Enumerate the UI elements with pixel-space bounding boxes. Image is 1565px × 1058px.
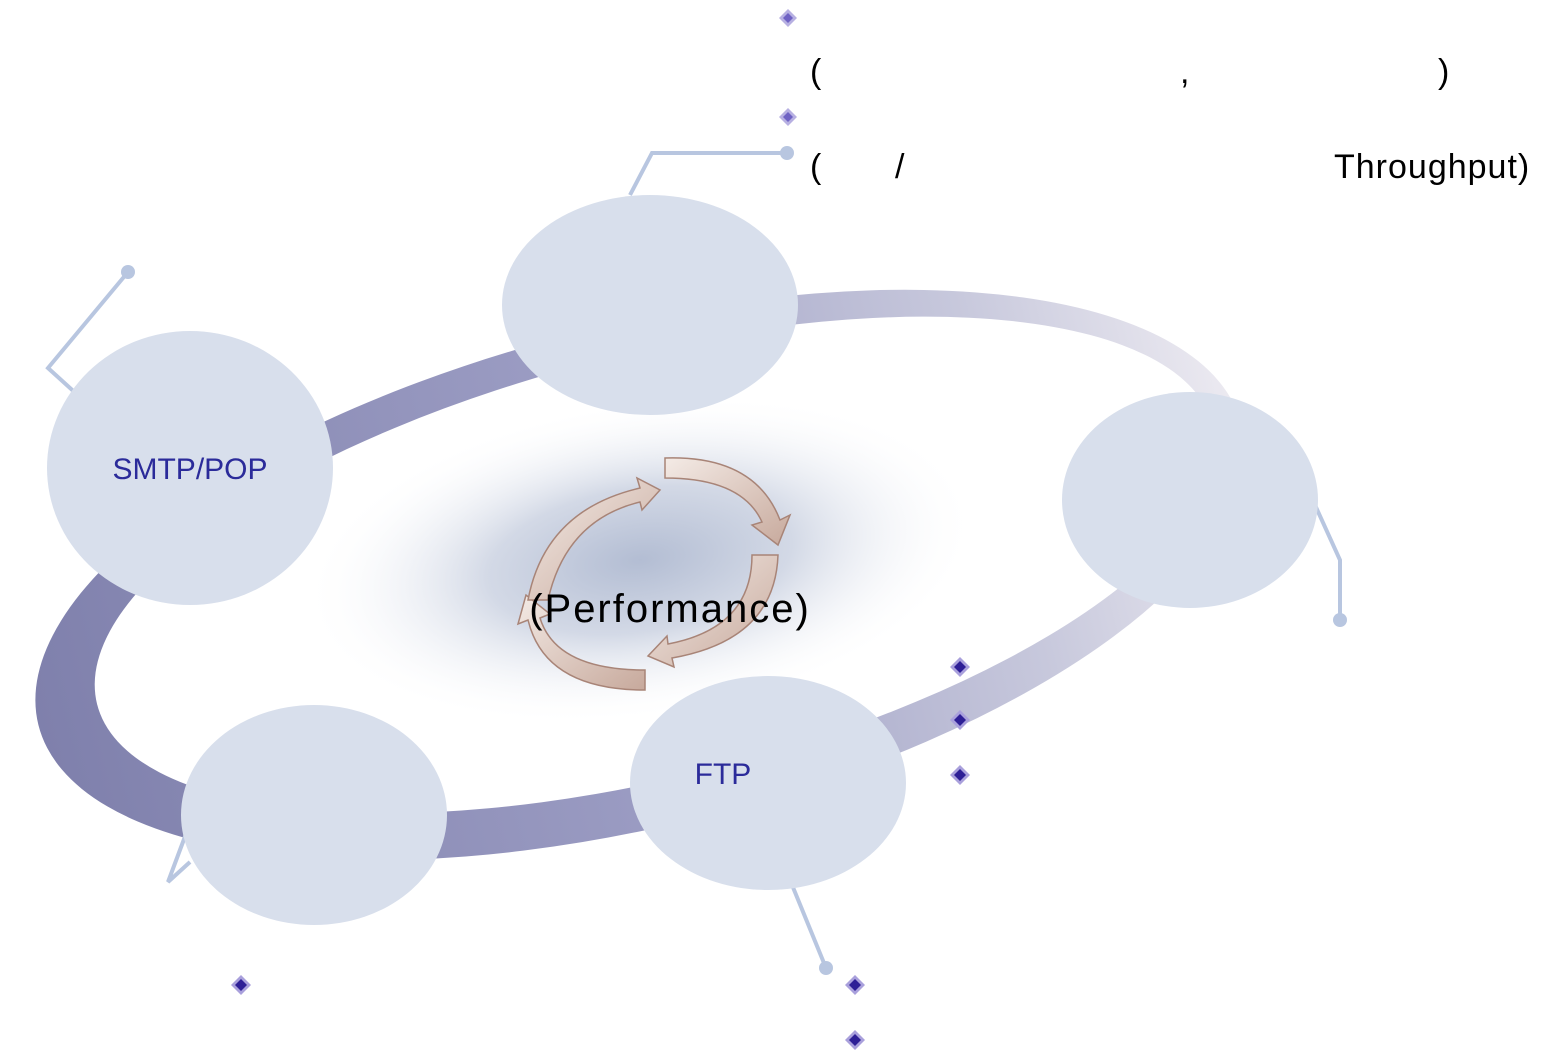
- connector-top: [628, 151, 784, 196]
- node-ftp-label: FTP: [695, 758, 752, 791]
- node-top: [502, 195, 798, 415]
- bullets: [231, 9, 970, 1050]
- connector-ftp: [788, 879, 828, 969]
- line1-comma: ,: [1180, 53, 1189, 91]
- bullet-icon: [950, 657, 970, 677]
- bullet-icon: [231, 975, 251, 995]
- connector-dot-ftp: [819, 961, 833, 975]
- node-smtp: [47, 331, 333, 605]
- line1-close-paren: ): [1438, 53, 1449, 91]
- connector-right: [1313, 504, 1342, 620]
- bullet-icon: [779, 9, 797, 27]
- bullet-icon: [950, 765, 970, 785]
- line1-open-paren: (: [810, 53, 822, 91]
- bullet-icon: [779, 108, 797, 126]
- node-right: [1062, 392, 1318, 608]
- line2-slash: /: [895, 148, 905, 186]
- center-glow: [302, 394, 978, 726]
- connector-dot-smtp: [121, 265, 135, 279]
- center-label: (Performance): [529, 587, 811, 631]
- node-smtp-label: SMTP/POP: [112, 453, 267, 486]
- cycle-arrows-icon: [516, 457, 792, 691]
- bullet-icon: [950, 710, 970, 730]
- top-right-text: ( , ) ( / Throughput): [810, 53, 1530, 186]
- connector-dot-right: [1333, 613, 1347, 627]
- line2-open-paren: (: [810, 148, 822, 186]
- node-ftp: [630, 676, 906, 890]
- bullet-icon: [845, 1030, 865, 1050]
- bullet-icon: [845, 975, 865, 995]
- connector-dot-top: [780, 146, 794, 160]
- node-bottom-left: [181, 705, 447, 925]
- line2-throughput: Throughput): [1334, 148, 1530, 186]
